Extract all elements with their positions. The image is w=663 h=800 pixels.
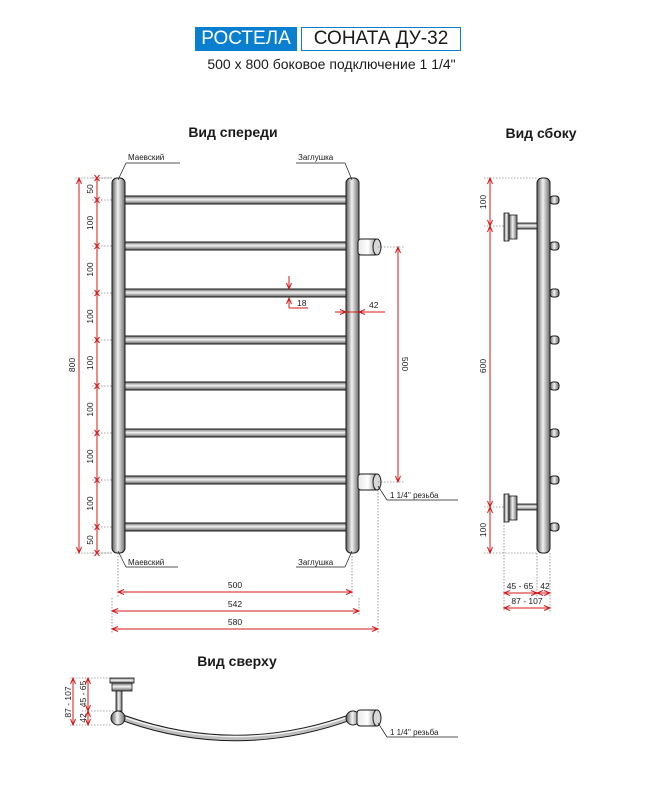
brand-label: РОСТЕЛА — [195, 27, 297, 51]
step-dimensions: 50 100 100 100 100 100 100 100 50 — [85, 174, 112, 557]
dim-step-6: 100 — [85, 402, 95, 416]
dim-width-inner: 542 — [228, 599, 242, 609]
rung-5 — [120, 381, 352, 391]
dim-pipe-offset: 42 — [369, 300, 379, 310]
dim-step-3: 100 — [85, 262, 95, 276]
side-rung-end-8 — [549, 522, 560, 532]
right-pipe — [345, 177, 360, 554]
rung-7 — [120, 475, 352, 485]
dim-top-pipe: 42 — [78, 713, 88, 723]
dim-side-middle: 600 — [478, 359, 488, 373]
top-view: 1 1/4'' резьба 87 - 107 42 45 - 65 — [63, 676, 458, 742]
plug-bottom-label: Заглушка — [298, 558, 334, 567]
side-rung-end-4 — [549, 335, 560, 345]
rung-4 — [120, 335, 352, 345]
rungs — [120, 195, 352, 532]
dim-connection-spacing: 500 — [400, 357, 410, 371]
top-left-pipe — [110, 710, 126, 726]
thread-top-label: 1 1/4'' резьба — [390, 728, 439, 737]
dim-step-2: 100 — [85, 216, 95, 230]
dim-step-5: 100 — [85, 356, 95, 370]
plug-top-label: Заглушка — [298, 153, 334, 162]
side-rung-end-1 — [549, 195, 560, 205]
dim-top-total-depth: 87 - 107 — [63, 686, 73, 717]
side-rung-end-5 — [549, 381, 560, 391]
side-rung-end-6 — [549, 428, 560, 438]
left-pipe — [111, 177, 126, 554]
subtitle: 500 х 800 боковое подключение 1 1/4" — [207, 56, 456, 72]
maevsky-top-label: Маевский — [128, 153, 164, 162]
dim-side-top: 100 — [478, 195, 488, 209]
top-connector — [356, 709, 382, 727]
dim-side-depth-range: 45 - 65 — [507, 581, 534, 591]
thread-front-label: 1 1/4'' резьба — [390, 491, 439, 500]
dim-side-total-depth: 87 - 107 — [511, 596, 542, 606]
rung-ends — [549, 195, 560, 532]
dim-step-9: 50 — [85, 535, 95, 545]
lower-wall-bracket — [503, 493, 538, 523]
top-wall-bracket — [109, 677, 135, 712]
rung-8 — [120, 522, 352, 532]
side-rung-end-7 — [549, 475, 560, 485]
front-view-title: Вид спереди — [188, 124, 277, 140]
side-rung-end-2 — [549, 241, 560, 251]
rung-6 — [120, 428, 352, 438]
top-view-title: Вид сверху — [197, 653, 277, 669]
dim-top-depth-range: 45 - 65 — [78, 680, 88, 707]
upper-wall-bracket — [503, 212, 538, 242]
dim-step-4: 100 — [85, 309, 95, 323]
dim-rung-thickness: 18 — [297, 298, 307, 308]
dim-width-total: 580 — [228, 617, 242, 627]
dim-width-axis: 500 — [228, 580, 242, 590]
maevsky-bottom-label: Маевский — [128, 558, 164, 567]
dim-step-1: 50 — [85, 184, 95, 194]
front-view: Маевский Заглушка Маевский Заглушка 1 1/… — [67, 153, 458, 634]
dim-step-7: 100 — [85, 449, 95, 463]
rung-3 — [120, 288, 352, 298]
upper-connector — [357, 238, 382, 256]
side-rung-end-3 — [549, 288, 560, 298]
dim-side-pipe: 42 — [540, 581, 550, 591]
dim-total-height: 800 — [67, 358, 77, 372]
side-view-title: Вид сбоку — [505, 125, 576, 141]
side-pipe — [536, 177, 551, 554]
rung-2 — [120, 241, 352, 251]
dim-side-bottom: 100 — [478, 523, 488, 537]
side-view: 100 600 100 45 - 65 42 87 - 107 — [478, 176, 560, 612]
dim-step-8: 100 — [85, 496, 95, 510]
rung-1 — [120, 195, 352, 205]
model-label: СОНАТА ДУ-32 — [301, 27, 461, 51]
lower-connector — [357, 473, 382, 491]
